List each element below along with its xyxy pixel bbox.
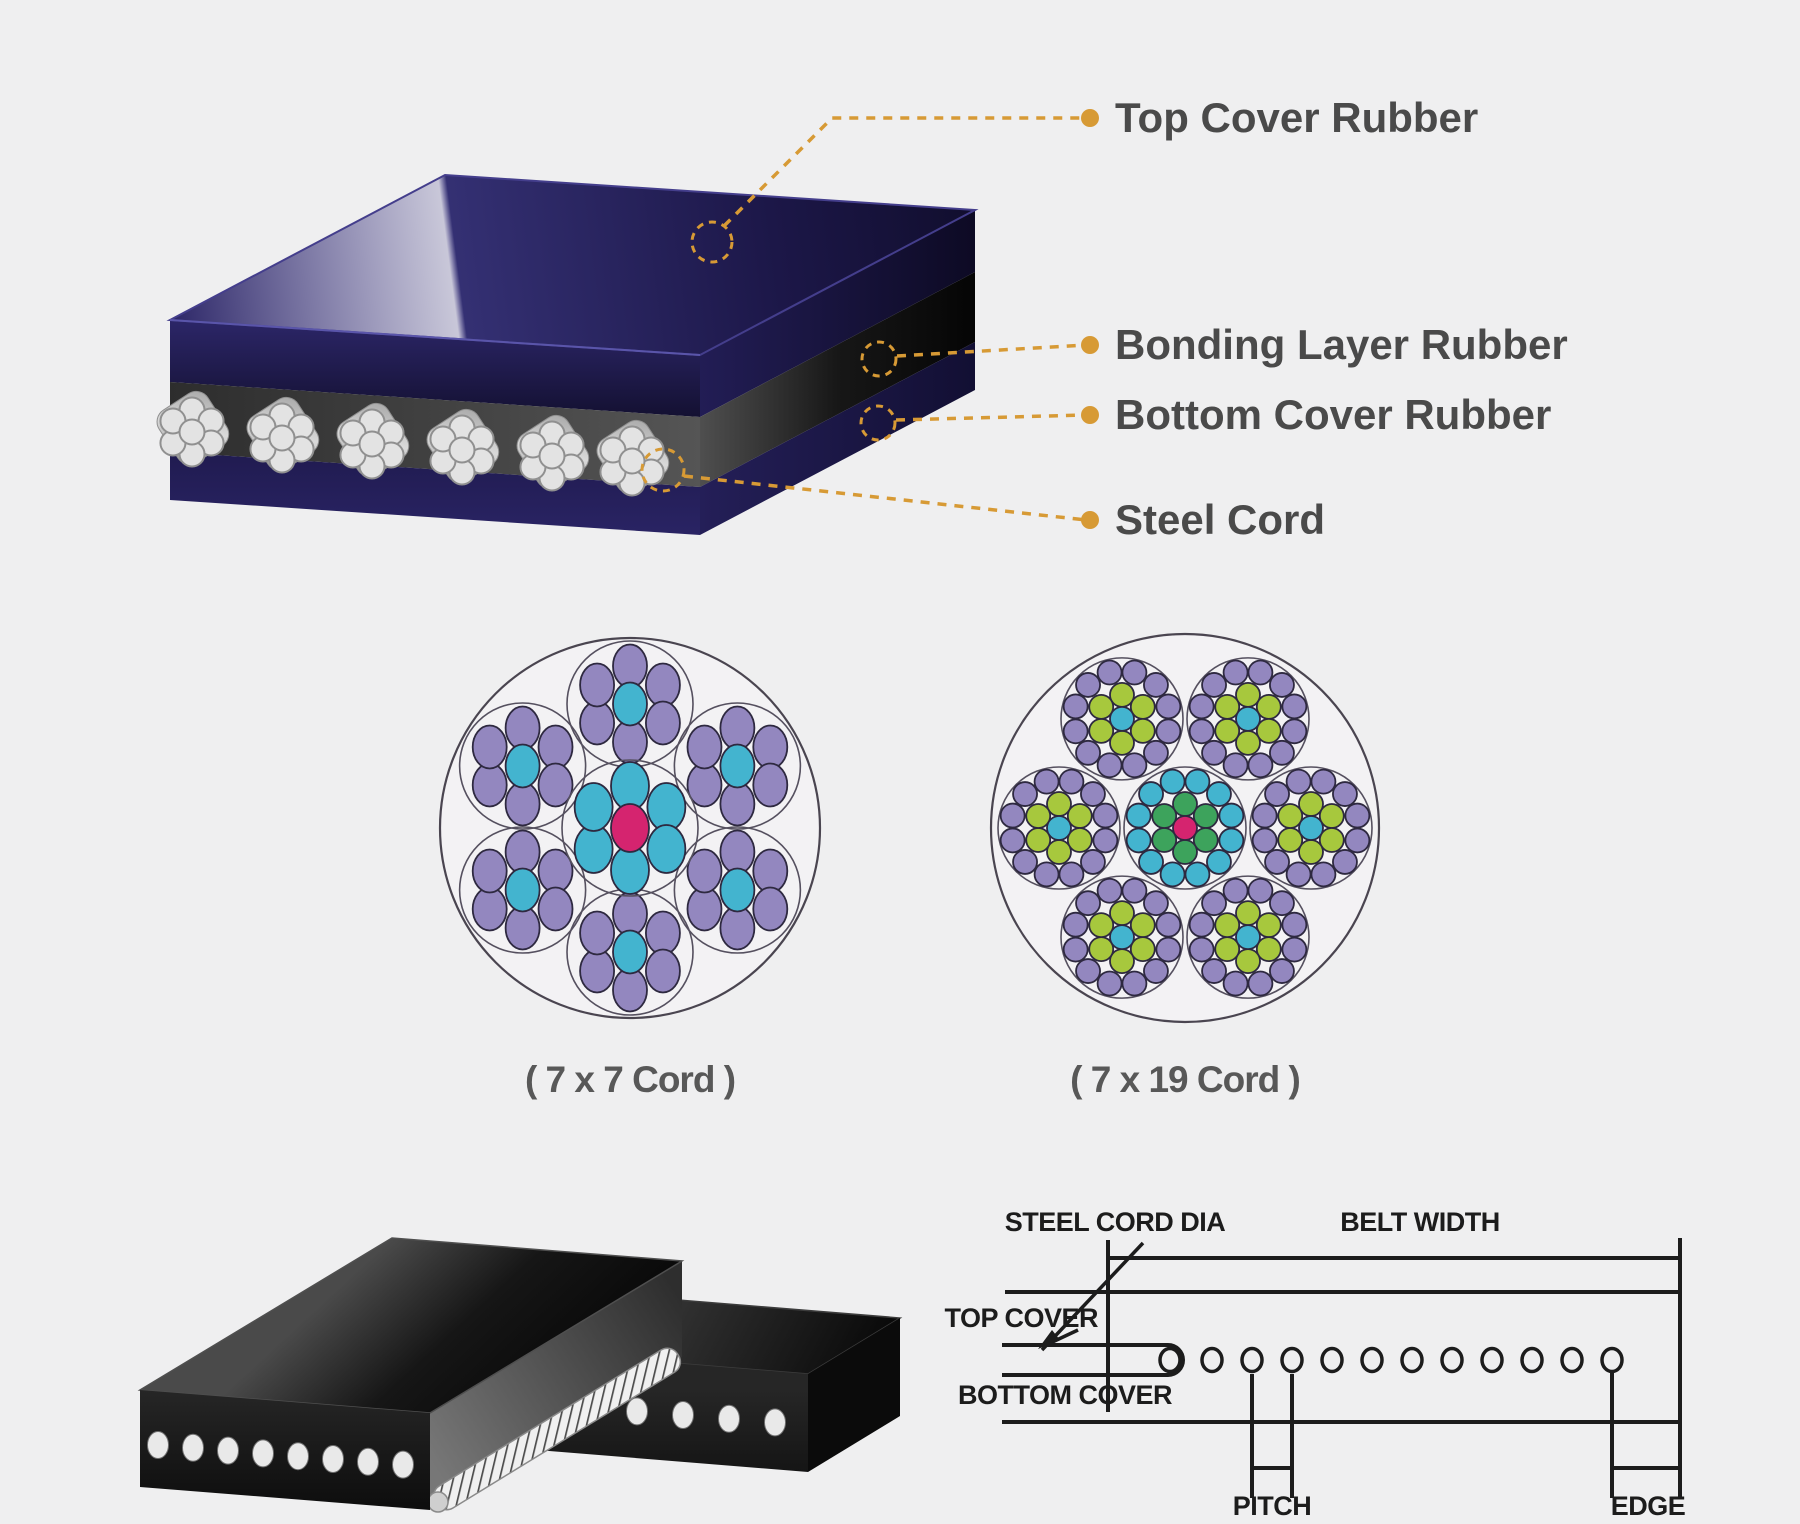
- dim-cord-circle: [1240, 1346, 1264, 1374]
- bonding-label: Bonding Layer Rubber: [1115, 321, 1568, 368]
- steel-cord-bundle-icon: [156, 390, 230, 468]
- stepped-belt-far-side-face: [808, 1318, 900, 1472]
- cord-7x7-caption: ( 7 x 7 Cord ): [525, 1059, 735, 1100]
- bottom-cover-leader-line: [895, 413, 1087, 422]
- steel-cord-callout-circle-icon: [640, 447, 686, 493]
- dim-cord-circle: [1280, 1346, 1304, 1374]
- cord-dot-icon: [392, 1450, 414, 1479]
- steel-cord-dia-label: STEEL CORD DIA: [1005, 1207, 1226, 1237]
- top-cover-callout-circle-icon: [690, 220, 734, 264]
- belt-front-top-cover-face: [170, 320, 700, 417]
- cord-dot-icon: [217, 1436, 239, 1465]
- tube-end-cord-circle: [1158, 1346, 1182, 1374]
- top-cover-leader-dot-icon: [1081, 109, 1099, 127]
- bottom-cover-label: Bottom Cover Rubber: [1115, 391, 1551, 438]
- steel-cord-label: Steel Cord: [1115, 496, 1325, 543]
- dim-cord-circle: [1440, 1346, 1464, 1374]
- belt-3d-illustration: [156, 173, 979, 535]
- bottom-cover-dim-label: BOTTOM COVER: [958, 1380, 1172, 1410]
- cord-dot-icon: [147, 1431, 169, 1459]
- belt-right-top-cover-face: [700, 210, 975, 417]
- bottom-cover-callout-circle-icon: [859, 404, 897, 442]
- top-cover-label: Top Cover Rubber: [1115, 94, 1478, 141]
- cord-dot-icon: [252, 1439, 274, 1468]
- bottom-cover-leader-dot-icon: [1081, 406, 1099, 424]
- bonding-callout-circle-icon: [860, 340, 898, 378]
- stepped-belt-near-cord-dots: [147, 1431, 414, 1479]
- steel-cord-bundle-icon: [246, 396, 320, 474]
- belt-width-label: BELT WIDTH: [1340, 1207, 1499, 1237]
- cord-dot-icon: [357, 1447, 379, 1476]
- cord-dot-icon: [672, 1401, 694, 1430]
- steel-cord-bundle-icon: [596, 419, 670, 497]
- steel-cord-dia-leader-line: [1040, 1241, 1145, 1352]
- dim-cord-circles: [1200, 1346, 1624, 1374]
- dim-cord-circle: [1400, 1346, 1424, 1374]
- cord-7x19-caption: ( 7 x 19 Cord ): [1070, 1059, 1300, 1100]
- edge-label: EDGE: [1611, 1491, 1686, 1521]
- stepped-belt-cut-face: [430, 1261, 682, 1509]
- exposed-cord-end-cap-icon: [427, 1491, 449, 1513]
- top-cover-dim-label: TOP COVER: [944, 1303, 1098, 1333]
- bonding-leader-line: [896, 343, 1087, 358]
- tube-end-cap-arc: [1167, 1343, 1185, 1377]
- dim-cord-circle: [1520, 1346, 1544, 1374]
- cord-dot-icon: [626, 1397, 648, 1426]
- cord-dot-icon: [287, 1442, 309, 1471]
- belt-front-bottom-cover-face: [170, 452, 700, 535]
- dim-cord-circle: [1560, 1346, 1584, 1374]
- steel-cord-bundles: [156, 390, 670, 497]
- callouts: Top Cover Rubber Bonding Layer Rubber Bo…: [640, 94, 1568, 543]
- cord-7x7-cross-section: [438, 636, 822, 1020]
- steel-cord-leader-dot-icon: [1081, 511, 1099, 529]
- dim-cord-circle: [1600, 1346, 1624, 1374]
- cord-dot-icon: [182, 1433, 204, 1462]
- bonding-leader-dot-icon: [1081, 336, 1099, 354]
- stepped-belt-near-front-face: [140, 1390, 430, 1510]
- belt-front-edge-highlight: [169, 319, 701, 356]
- pitch-label: PITCH: [1233, 1491, 1312, 1521]
- dim-cord-circle: [1360, 1346, 1384, 1374]
- belt-right-bonding-layer-face: [700, 272, 975, 487]
- dim-cord-circle: [1200, 1346, 1224, 1374]
- steel-cord-bundle-icon: [516, 414, 590, 492]
- cord-dot-icon: [764, 1408, 786, 1437]
- dim-cord-circle: [1480, 1346, 1504, 1374]
- dim-cord-circle: [1320, 1346, 1344, 1374]
- steel-cord-bundle-icon: [426, 408, 500, 486]
- cord-dot-icon: [322, 1445, 344, 1473]
- steel-cord-bundle-icon: [336, 402, 410, 480]
- dimension-diagram: STEEL CORD DIA BELT WIDTH TOP COVER BOTT…: [944, 1207, 1685, 1521]
- cord-7x19-cross-section: [989, 632, 1381, 1024]
- stepped-belt-3d: [137, 1237, 903, 1513]
- cord-dot-icon: [718, 1404, 740, 1433]
